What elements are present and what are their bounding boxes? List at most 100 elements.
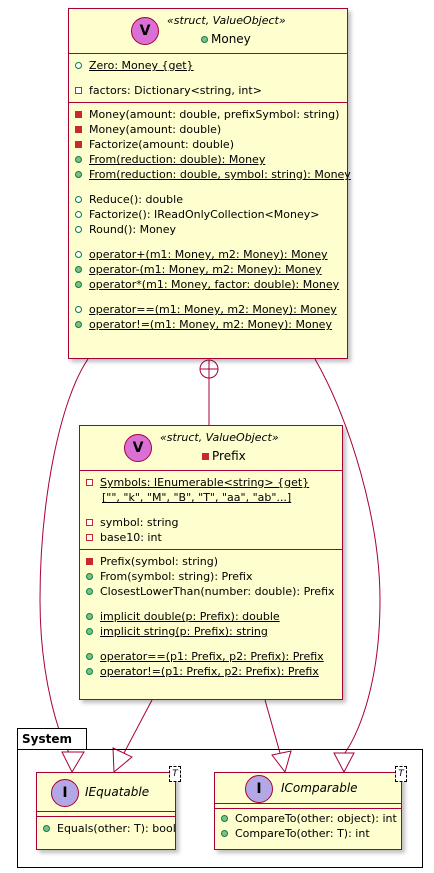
member-row: Factorize(amount: double) xyxy=(69,137,347,152)
member-text: operator-(m1: Money, m2: Money): Money xyxy=(89,263,322,276)
member-row: CompareTo(other: T): int xyxy=(215,826,401,841)
public-visibility-icon xyxy=(75,321,82,328)
member-text: Factorize(amount: double) xyxy=(89,138,234,151)
member-row: Money(amount: double, prefixSymbol: stri… xyxy=(69,107,347,122)
public-visibility-icon xyxy=(75,62,82,69)
public-visibility-icon xyxy=(86,613,93,620)
member-text: Zero: Money {get} xyxy=(89,59,194,72)
member-row: operator==(p1: Prefix, p2: Prefix): Pref… xyxy=(80,649,342,664)
member-text: CompareTo(other: T): int xyxy=(235,827,370,840)
private-visibility-icon xyxy=(75,141,82,148)
member-row: Round(): Money xyxy=(69,222,347,237)
money-implements-iequatable-edge xyxy=(39,358,89,774)
package-name: System xyxy=(22,732,72,746)
class-stereotype: «struct, ValueObject» xyxy=(167,14,286,27)
class-name: Money xyxy=(201,32,251,46)
member-row: symbol: string xyxy=(80,515,342,530)
member-text: Money(amount: double) xyxy=(89,123,222,136)
member-text: From(symbol: string): Prefix xyxy=(100,570,253,583)
member-text: factors: Dictionary<string, int> xyxy=(89,84,262,97)
methods-section: Equals(other: T): bool xyxy=(37,817,176,840)
methods-section: Money(amount: double, prefixSymbol: stri… xyxy=(69,103,351,336)
member-text: From(reduction: double): Money xyxy=(89,153,266,166)
value-object-circle-icon: V xyxy=(124,434,152,462)
class-prefix[interactable]: V «struct, ValueObject» Prefix Symbols: … xyxy=(79,425,343,700)
member-text: Factorize(): IReadOnlyCollection<Money> xyxy=(89,208,320,221)
value-object-circle-icon: V xyxy=(131,17,159,45)
member-row: operator!=(p1: Prefix, p2: Prefix): Pref… xyxy=(80,664,342,679)
member-row: operator-(m1: Money, m2: Money): Money xyxy=(69,262,347,277)
methods-section: Prefix(symbol: string) From(symbol: strin… xyxy=(80,550,342,683)
class-money[interactable]: V «struct, ValueObject» Money Zero: Mone… xyxy=(68,8,351,359)
member-text: Symbols: IEnumerable<string> {get} xyxy=(100,476,310,489)
class-name-text: Money xyxy=(211,32,251,46)
member-text: base10: int xyxy=(100,531,162,544)
class-name: Prefix xyxy=(202,449,246,463)
member-row: From(symbol: string): Prefix xyxy=(80,569,342,584)
member-text: ClosestLowerThan(number: double): Prefix xyxy=(100,585,335,598)
member-row: factors: Dictionary<string, int> xyxy=(69,83,347,98)
public-visibility-icon xyxy=(221,830,228,837)
member-spacer xyxy=(80,639,342,649)
interface-icomparable[interactable]: T I IComparable CompareTo(other: object)… xyxy=(214,766,407,850)
public-visibility-icon xyxy=(86,588,93,595)
interface-name: IEquatable xyxy=(85,785,150,799)
member-text: From(reduction: double, symbol: string):… xyxy=(89,168,351,181)
interface-circle-icon: I xyxy=(51,779,79,807)
member-text: Round(): Money xyxy=(89,223,177,236)
public-visibility-icon xyxy=(86,573,93,580)
money-implements-icomparable-edge xyxy=(314,358,381,774)
type-parameter: T xyxy=(169,766,181,782)
class-header: V «struct, ValueObject» Money xyxy=(69,9,347,54)
package-tab: System xyxy=(17,728,87,750)
member-row: Equals(other: T): bool xyxy=(37,821,176,836)
member-text: symbol: string xyxy=(100,516,179,529)
fields-section-empty xyxy=(37,812,175,817)
private-visibility-icon xyxy=(86,534,93,541)
public-visibility-icon xyxy=(75,171,82,178)
public-visibility-icon xyxy=(75,266,82,273)
public-visibility-icon xyxy=(75,196,82,203)
member-spacer xyxy=(80,599,342,609)
member-row: implicit double(p: Prefix): double xyxy=(80,609,342,624)
private-visibility-icon xyxy=(75,126,82,133)
private-visibility-icon xyxy=(86,558,93,565)
member-text: operator==(p1: Prefix, p2: Prefix): Pref… xyxy=(100,650,324,663)
member-row: operator!=(m1: Money, m2: Money): Money xyxy=(69,317,347,332)
member-text: operator==(m1: Money, m2: Money): Money xyxy=(89,303,337,316)
member-text: Money(amount: double, prefixSymbol: stri… xyxy=(89,108,340,121)
member-text: operator!=(m1: Money, m2: Money): Money xyxy=(89,318,332,331)
public-visibility-icon xyxy=(75,281,82,288)
interface-iequatable[interactable]: T I IEquatable Equals(other: T): bool xyxy=(36,766,181,850)
member-row: CompareTo(other: object): int xyxy=(215,811,401,826)
member-text: Prefix(symbol: string) xyxy=(100,555,219,568)
member-text: operator*(m1: Money, factor: double): Mo… xyxy=(89,278,340,291)
public-visibility-icon xyxy=(221,815,228,822)
prefix-implements-iequatable-edge xyxy=(112,699,153,774)
member-row: From(reduction: double, symbol: string):… xyxy=(69,167,351,182)
interface-header: I IEquatable xyxy=(37,773,175,812)
class-name-text: Prefix xyxy=(212,449,246,463)
public-visibility-icon xyxy=(75,156,82,163)
member-text: Reduce(): double xyxy=(89,193,183,206)
member-row: Money(amount: double) xyxy=(69,122,347,137)
public-visibility-icon xyxy=(75,226,82,233)
public-visibility-icon xyxy=(86,653,93,660)
package-system xyxy=(17,749,423,868)
fields-section: Zero: Money {get} factors: Dictionary<str… xyxy=(69,54,347,103)
private-visibility-icon xyxy=(202,453,209,460)
member-text: implicit double(p: Prefix): double xyxy=(100,610,280,623)
private-visibility-icon xyxy=(86,519,93,526)
interface-circle-icon: I xyxy=(245,775,273,803)
public-visibility-icon xyxy=(75,306,82,313)
private-visibility-icon xyxy=(86,479,93,486)
member-text: ["", "k", "M", "B", "T", "aa", "ab"...] xyxy=(102,491,292,504)
public-visibility-icon xyxy=(86,628,93,635)
private-visibility-icon xyxy=(75,111,82,118)
member-spacer xyxy=(69,73,347,83)
public-visibility-icon xyxy=(43,825,50,832)
public-visibility-icon xyxy=(75,251,82,258)
member-row: Factorize(): IReadOnlyCollection<Money> xyxy=(69,207,347,222)
